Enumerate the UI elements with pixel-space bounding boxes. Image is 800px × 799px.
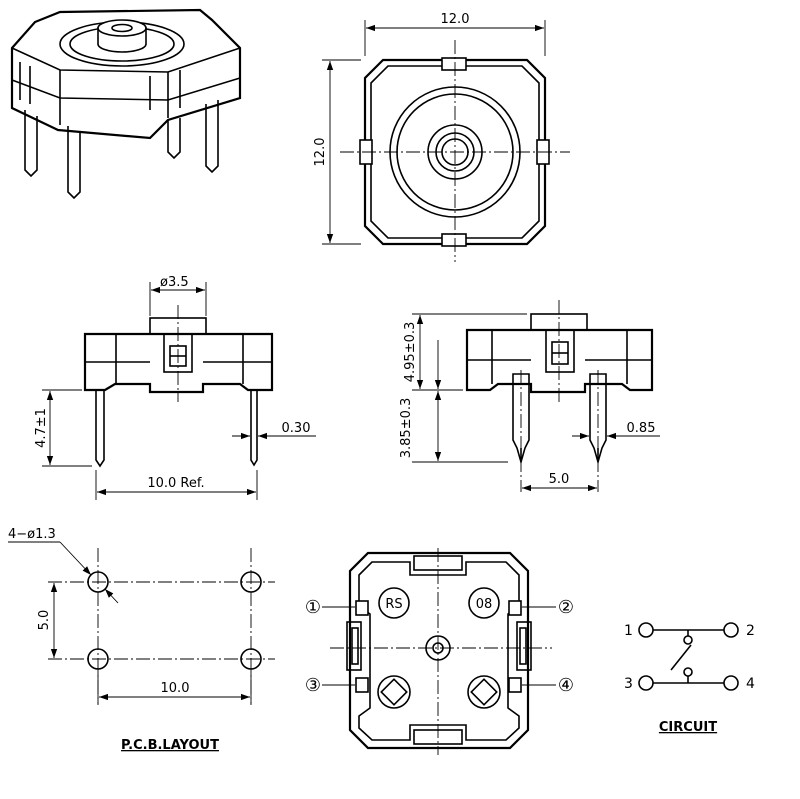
pcb-hole (240, 648, 262, 670)
terminal-3-label: 3 (624, 676, 633, 692)
pin4-marker: ④ (558, 675, 574, 696)
terminal-2-label: 2 (746, 623, 755, 639)
pcb-layout: 4−ø1.3 5.0 10.0 P.C.B.LAYOUT (8, 527, 275, 753)
pin1-marker: ① (305, 597, 321, 618)
front-view: ø3.5 4.7±1 10.0 Ref. 0.30 (34, 275, 316, 500)
terminal-2 (723, 622, 739, 638)
terminal-1-label: 1 (624, 623, 633, 639)
pin-thickness-label: 0.30 (282, 421, 311, 436)
stem-diameter-label: ø3.5 (160, 275, 189, 290)
side-view: 4.95±0.3 3.85±0.3 0.85 5.0 (399, 300, 660, 492)
side-pin-pitch-label: 5.0 (549, 472, 570, 487)
terminal-4-label: 4 (746, 676, 755, 692)
pcb-vertical-label: 5.0 (37, 610, 52, 631)
pcb-layout-caption: P.C.B.LAYOUT (121, 738, 219, 753)
pcb-hole (87, 648, 109, 670)
pin2-marker: ② (558, 597, 574, 618)
08-text: 08 (476, 597, 493, 612)
hole-size-label: 4−ø1.3 (8, 527, 56, 542)
pin-span-label: 10.0 Ref. (147, 476, 204, 491)
top-view: 12.0 12.0 (313, 12, 570, 262)
pcb-hole (87, 571, 109, 593)
side-pin-length-label: 3.85±0.3 (399, 398, 414, 459)
pcb-hole (240, 571, 262, 593)
top-height-label: 12.0 (313, 138, 328, 167)
rs-marking (378, 587, 410, 619)
08-marking (468, 587, 500, 619)
pcb-horizontal-label: 10.0 (161, 681, 190, 696)
terminal-1 (638, 622, 654, 638)
rs-text: RS (385, 597, 402, 612)
bottom-view: RS 08 ① ② ③ ④ (305, 548, 574, 755)
top-width-label: 12.0 (441, 12, 470, 27)
side-body-height-label: 4.95±0.3 (403, 322, 418, 383)
terminal-4 (723, 675, 739, 691)
terminal-3 (638, 675, 654, 691)
front-pin-length-label: 4.7±1 (34, 408, 49, 448)
circuit-caption: CIRCUIT (659, 720, 717, 735)
side-pin-width-label: 0.85 (627, 421, 656, 436)
circuit-diagram: 1 2 3 4 CIRCUIT (624, 622, 755, 735)
isometric-view (10, 8, 242, 200)
pin3-marker: ③ (305, 675, 321, 696)
